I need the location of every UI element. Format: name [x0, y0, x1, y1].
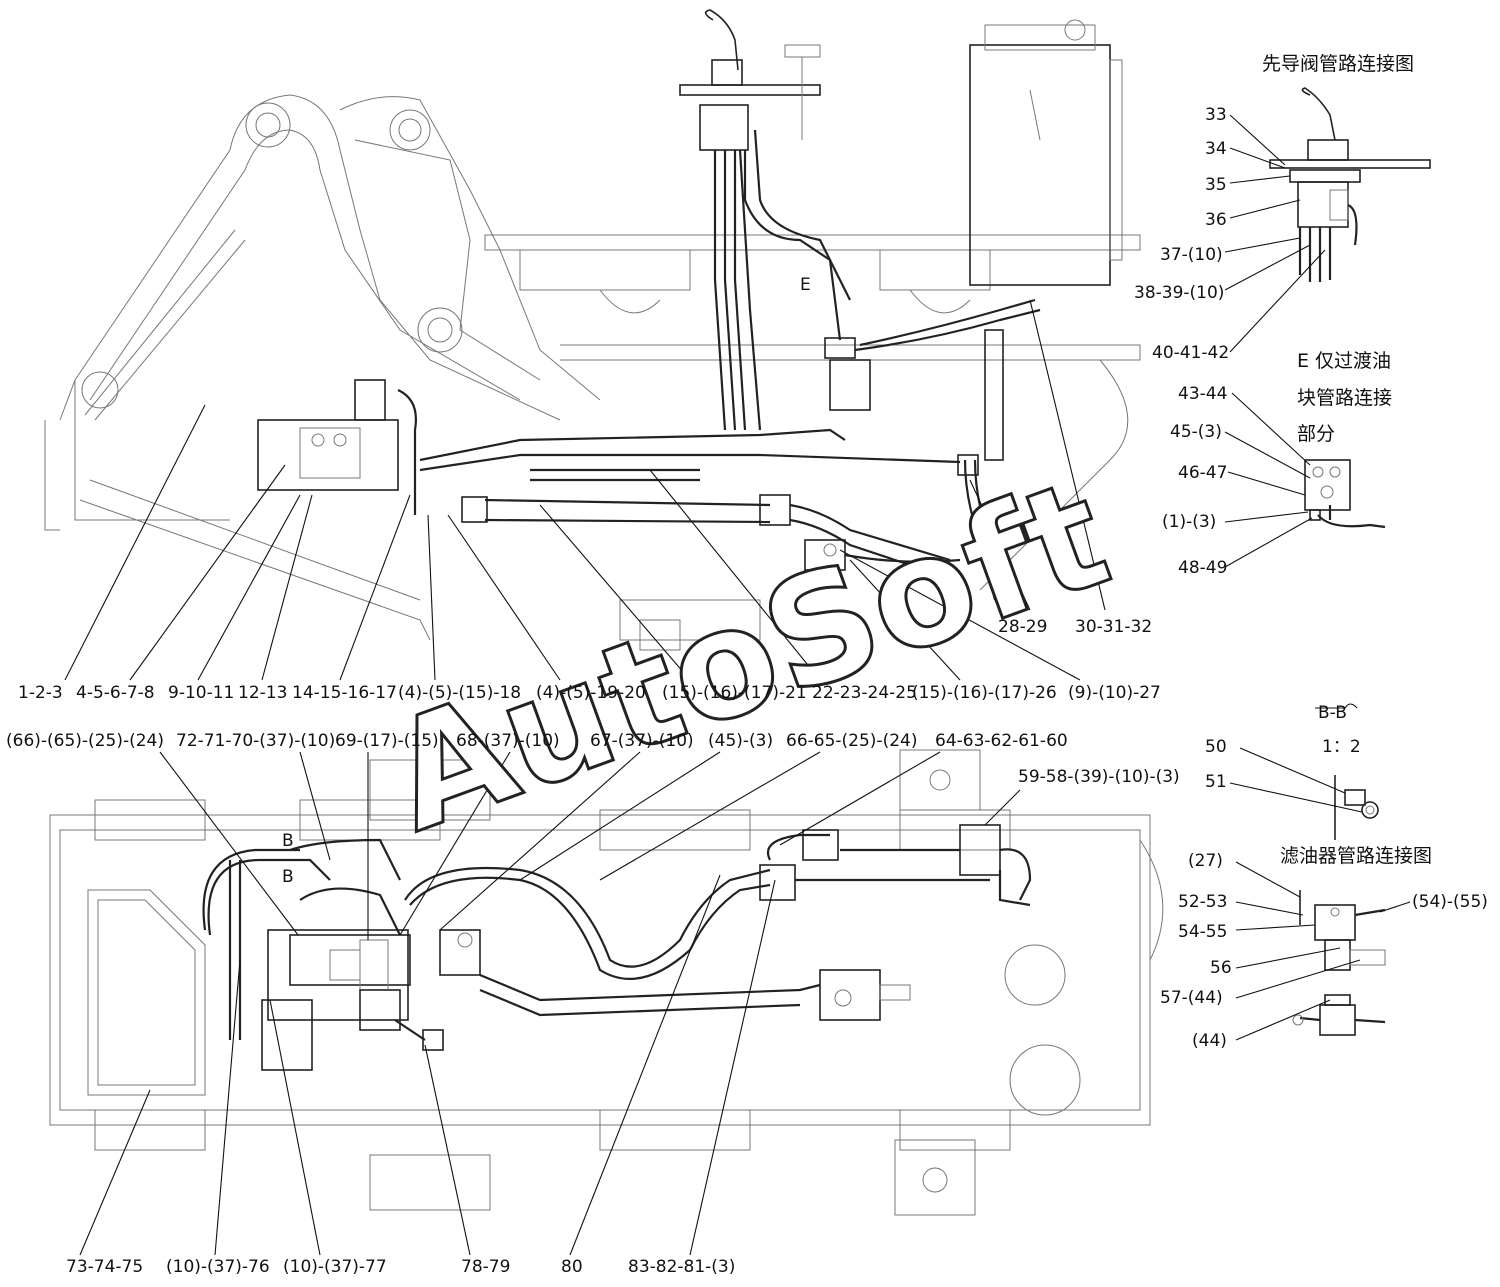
callout-label: 67-(37)-(10)	[590, 731, 694, 751]
callout-label: 9-10-11	[168, 683, 234, 703]
callout-label: (10)-(37)-76	[166, 1257, 270, 1277]
filter-title: 滤油器管路连接图	[1280, 845, 1432, 867]
upper-frame-view	[44, 9, 1141, 651]
callout-labels: 1-2-3 4-5-6-7-8 9-10-11 12-13 14-15-16-1…	[6, 105, 1488, 1277]
callout-label: (9)-(10)-27	[1068, 683, 1161, 703]
callout-label: 69-(17)-(15)	[335, 731, 439, 751]
callout-label: (45)-(3)	[708, 731, 773, 751]
callout-label: 45-(3)	[1170, 422, 1222, 442]
callout-label: 83-82-81-(3)	[628, 1257, 735, 1277]
callout-label: 66-65-(25)-(24)	[786, 731, 917, 751]
callout-label: 72-71-70-(37)-(10)	[176, 731, 335, 751]
callout-label: 22-23-24-25	[812, 683, 917, 703]
callout-label: (15)-(16)-(17)-26	[912, 683, 1057, 703]
callout-label: 36	[1205, 210, 1227, 230]
callout-label: 51	[1205, 772, 1227, 792]
filter-detail	[1292, 890, 1386, 1036]
watermark-text: AutoSoft	[368, 447, 1128, 866]
callout-label: 50	[1205, 737, 1227, 757]
callout-label: 52-53	[1178, 892, 1227, 912]
pilot-valve-detail	[1269, 87, 1431, 282]
pilot-valve-title: 先导阀管路连接图	[1262, 53, 1414, 75]
transition-block-title-line3: 部分	[1297, 423, 1335, 445]
callout-label: 78-79	[461, 1257, 510, 1277]
callout-label: 28-29	[998, 617, 1047, 637]
callout-label: (44)	[1192, 1031, 1227, 1051]
view-marker-b-upper: B	[282, 831, 294, 851]
view-marker-e: E	[800, 275, 811, 295]
callout-label: 33	[1205, 105, 1227, 125]
callout-label: 57-(44)	[1160, 988, 1223, 1008]
callout-label: 1-2-3	[18, 683, 63, 703]
callout-label: (4)-(5)-(15)-18	[398, 683, 521, 703]
view-marker-b-lower: B	[282, 867, 294, 887]
callout-label: 80	[561, 1257, 583, 1277]
callout-label: (1)-(3)	[1162, 512, 1216, 532]
callout-label: 38-39-(10)	[1134, 283, 1224, 303]
callout-label: 46-47	[1178, 463, 1227, 483]
lower-chassis-view	[49, 749, 1164, 1216]
callout-label: 73-74-75	[66, 1257, 143, 1277]
section-title: B-B	[1318, 703, 1347, 723]
callout-label: 64-63-62-61-60	[935, 731, 1068, 751]
callout-label: 54-55	[1178, 922, 1227, 942]
callout-label: (66)-(65)-(25)-(24)	[6, 731, 164, 751]
callout-label: (4)-(5)-19-20	[536, 683, 646, 703]
callout-label: 37-(10)	[1160, 245, 1223, 265]
callout-label: (15)-(16)-(17)-21	[662, 683, 807, 703]
transition-block-title-line2: 块管路连接	[1297, 387, 1392, 409]
callout-label: (10)-(37)-77	[283, 1257, 387, 1277]
callout-label: 43-44	[1178, 384, 1227, 404]
callout-label: 34	[1205, 139, 1227, 159]
callout-label: 12-13	[238, 683, 287, 703]
section-bb-detail	[1315, 703, 1379, 840]
callout-label: (27)	[1188, 851, 1223, 871]
callout-label: 30-31-32	[1075, 617, 1152, 637]
callout-label: 35	[1205, 175, 1227, 195]
callout-label: 68-(37)-(10)	[456, 731, 560, 751]
callout-label: 59-58-(39)-(10)-(3)	[1018, 767, 1180, 787]
callout-label: 14-15-16-17	[292, 683, 397, 703]
section-scale: 1：2	[1322, 737, 1361, 757]
callout-label: 40-41-42	[1152, 343, 1229, 363]
transition-block-detail	[1304, 459, 1386, 529]
transition-block-title-line1: E 仅过渡油	[1297, 350, 1391, 372]
callout-label: 56	[1210, 958, 1232, 978]
callout-label: 48-49	[1178, 558, 1227, 578]
leader-lines	[64, 114, 1411, 1256]
callout-label: 4-5-6-7-8	[76, 683, 155, 703]
callout-label: (54)-(55)	[1412, 892, 1488, 912]
